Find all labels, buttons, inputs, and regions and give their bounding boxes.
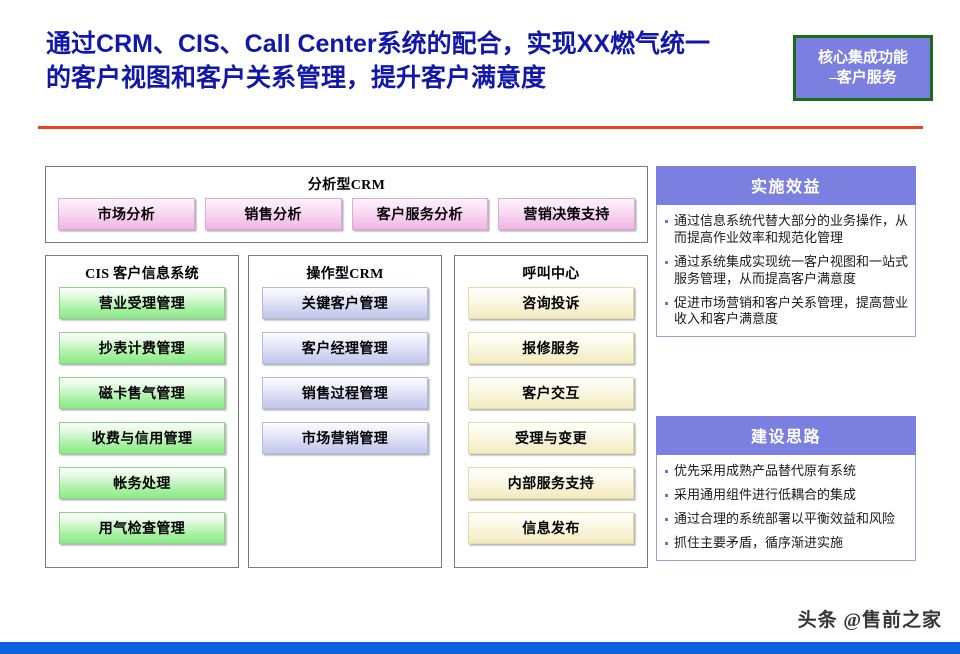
panel-call-center: 呼叫中心 咨询投诉 报修服务 客户交互 受理与变更 内部服务支持 信息发布	[454, 255, 648, 568]
list-item: 促进市场营销和客户关系管理，提高营业收入和客户满意度	[663, 295, 908, 329]
title-segment-xx: XX	[576, 30, 611, 58]
approach-body: 优先采用成熟产品替代原有系统 采用通用组件进行低耦合的集成 通过合理的系统部署以…	[656, 455, 916, 561]
chip-account-processing[interactable]: 帐务处理	[59, 467, 225, 499]
title-line-2: 的客户视图和客户关系管理，提升客户满意度	[46, 64, 547, 92]
panel-operational-crm-title: 操作型CRM	[306, 267, 384, 282]
operational-crm-chip-list: 关键客户管理 客户经理管理 销售过程管理 市场营销管理	[249, 287, 441, 454]
list-item: 采用通用组件进行低耦合的集成	[663, 487, 908, 504]
approach-header: 建设思路	[656, 416, 916, 455]
panel-cis-title: CIS 客户信息系统	[85, 267, 199, 282]
benefits-header: 实施效益	[656, 166, 916, 205]
chip-repair-service[interactable]: 报修服务	[468, 332, 634, 364]
panel-analytical-crm-title: 分析型CRM	[307, 178, 386, 193]
list-item: 通过系统集成实现统一客户视图和一站式服务管理，从而提高客户满意度	[663, 254, 908, 288]
title-segment-crm: CRM	[96, 30, 153, 58]
panel-analytical-crm: 分析型CRM 市场分析 销售分析 客户服务分析 营销决策支持	[45, 166, 648, 243]
title-segment: 燃气统一	[610, 31, 711, 58]
panel-cis: CIS 客户信息系统 营业受理管理 抄表计费管理 磁卡售气管理 收费与信用管理 …	[45, 255, 239, 568]
cis-chip-list: 营业受理管理 抄表计费管理 磁卡售气管理 收费与信用管理 帐务处理 用气检查管理	[46, 287, 238, 544]
page-title: 通过CRM、CIS、Call Center系统的配合，实现XX燃气统一的客户视图…	[46, 28, 781, 95]
title-segment: 系统的配合，实现	[376, 31, 577, 58]
list-item: 抓住主要矛盾，循序渐进实施	[663, 535, 908, 552]
chip-marketing-mgmt[interactable]: 市场营销管理	[262, 422, 428, 454]
chip-magnetic-card-gas-sales-mgmt[interactable]: 磁卡售气管理	[59, 377, 225, 409]
bottom-accent-bar	[0, 642, 960, 654]
list-item: 通过合理的系统部署以平衡效益和风险	[663, 511, 908, 528]
title-segment: 通过	[46, 31, 97, 58]
title-segment-cis: CIS	[177, 30, 220, 58]
chip-customer-service-analysis[interactable]: 客户服务分析	[351, 198, 489, 230]
panel-call-center-title: 呼叫中心	[522, 267, 580, 282]
call-center-chip-list: 咨询投诉 报修服务 客户交互 受理与变更 内部服务支持 信息发布	[455, 287, 647, 544]
title-segment-callcenter: Call Center	[244, 30, 377, 58]
chip-fee-credit-mgmt[interactable]: 收费与信用管理	[59, 422, 225, 454]
chip-customer-interaction[interactable]: 客户交互	[468, 377, 634, 409]
chip-market-analysis[interactable]: 市场分析	[58, 198, 195, 230]
title-segment: 、	[219, 31, 245, 58]
chip-meter-billing-mgmt[interactable]: 抄表计费管理	[59, 332, 225, 364]
list-item: 优先采用成熟产品替代原有系统	[663, 463, 908, 480]
core-badge-line1: 核心集成功能	[817, 49, 908, 66]
title-block: 通过CRM、CIS、Call Center系统的配合，实现XX燃气统一的客户视图…	[46, 28, 781, 95]
core-function-badge: 核心集成功能 –客户服务	[793, 35, 933, 101]
panel-implementation-benefits: 实施效益 通过信息系统代替大部分的业务操作，从而提高作业效率和规范化管理 通过系…	[656, 166, 916, 338]
chip-business-acceptance-mgmt[interactable]: 营业受理管理	[59, 287, 225, 319]
analytical-crm-chip-row: 市场分析 销售分析 客户服务分析 营销决策支持	[46, 198, 647, 230]
panel-construction-approach: 建设思路 优先采用成熟产品替代原有系统 采用通用组件进行低耦合的集成 通过合理的…	[656, 416, 916, 561]
chip-acceptance-change[interactable]: 受理与变更	[468, 422, 634, 454]
list-item: 通过信息系统代替大部分的业务操作，从而提高作业效率和规范化管理	[663, 213, 908, 247]
chip-sales-analysis[interactable]: 销售分析	[204, 198, 342, 230]
chip-internal-service-support[interactable]: 内部服务支持	[468, 467, 634, 499]
approach-list: 优先采用成熟产品替代原有系统 采用通用组件进行低耦合的集成 通过合理的系统部署以…	[663, 463, 908, 552]
chip-account-manager-mgmt[interactable]: 客户经理管理	[262, 332, 428, 364]
title-divider-rule	[38, 126, 923, 129]
chip-gas-inspection-mgmt[interactable]: 用气检查管理	[59, 512, 225, 544]
title-segment: 、	[152, 31, 178, 58]
watermark-text: 头条 @售前之家	[797, 610, 942, 631]
chip-sales-process-mgmt[interactable]: 销售过程管理	[262, 377, 428, 409]
panel-operational-crm: 操作型CRM 关键客户管理 客户经理管理 销售过程管理 市场营销管理	[248, 255, 442, 568]
chip-key-account-mgmt[interactable]: 关键客户管理	[262, 287, 428, 319]
chip-marketing-decision-support[interactable]: 营销决策支持	[498, 198, 635, 230]
benefits-list: 通过信息系统代替大部分的业务操作，从而提高作业效率和规范化管理 通过系统集成实现…	[663, 213, 908, 328]
chip-consultation-complaint[interactable]: 咨询投诉	[468, 287, 634, 319]
chip-information-release[interactable]: 信息发布	[468, 512, 634, 544]
benefits-body: 通过信息系统代替大部分的业务操作，从而提高作业效率和规范化管理 通过系统集成实现…	[656, 205, 916, 338]
core-badge-line2: –客户服务	[829, 70, 897, 86]
